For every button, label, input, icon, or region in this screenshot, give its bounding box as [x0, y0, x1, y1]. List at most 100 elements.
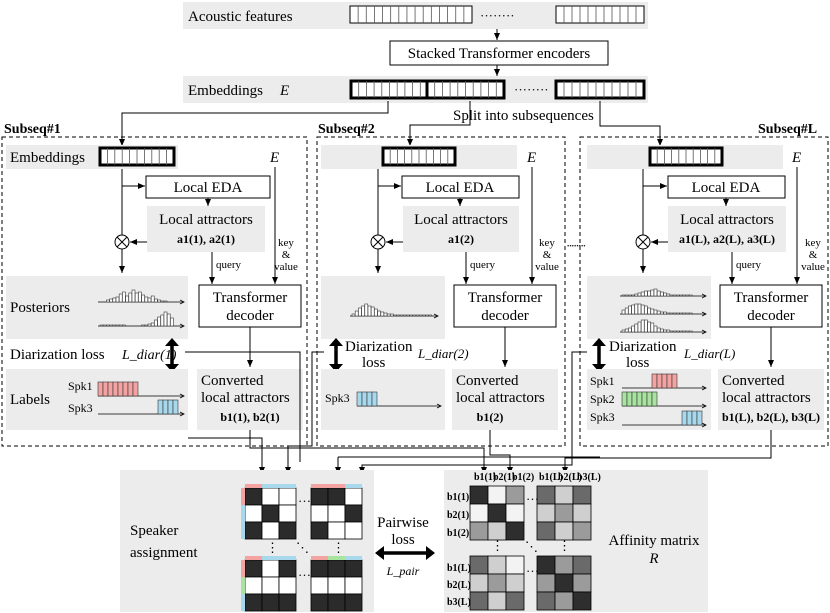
posterior-bar — [390, 313, 394, 317]
matrix-cell — [536, 573, 556, 593]
posterior-bar — [109, 298, 113, 303]
posterior-bar — [666, 293, 671, 297]
matrix-ellipsis: ⋮ — [558, 538, 571, 553]
posterior-bar — [157, 316, 161, 327]
matrix-cell — [278, 576, 297, 595]
posterior-bar — [624, 328, 629, 333]
subseq1-spk3-label: Spk3 — [68, 401, 93, 415]
matrix-ellipsis: ⋮ — [491, 538, 504, 553]
posterior-bar — [396, 314, 401, 317]
posterior-bar — [688, 330, 693, 333]
posterior-bar — [393, 314, 397, 317]
subseq1-diarization-loss-symbol: L_diar(1) — [121, 348, 177, 363]
posterior-bar — [138, 291, 142, 303]
matrix-ellipsis: ⋮ — [332, 540, 345, 555]
posterior-bar — [374, 308, 378, 317]
matrix-cell — [536, 521, 556, 541]
posterior-bar — [102, 324, 107, 327]
subseq2-e-symbol: E — [526, 150, 536, 166]
posterior-bar — [669, 330, 674, 333]
matrix-cell — [554, 503, 574, 523]
subseq2-labels-panel — [321, 369, 445, 430]
posterior-bar — [428, 314, 433, 317]
matrix-cell — [261, 487, 280, 506]
posterior-bar — [663, 292, 667, 297]
posterior-bar — [628, 305, 632, 315]
pairwise-double-arrow — [375, 546, 435, 560]
subseq2-local-attractors-label: local attractors — [456, 390, 545, 406]
embeddings-symbol: E — [279, 83, 289, 99]
aff-row-label-3: b1(2) — [447, 528, 469, 539]
posterior-bar — [118, 293, 123, 303]
subseq1-e-symbol: E — [269, 150, 279, 166]
axis-arrow — [701, 403, 707, 409]
subseq1-decoder-label: decoder — [226, 308, 273, 324]
subseqL-key: key — [805, 237, 821, 249]
posterior-bar — [669, 294, 674, 297]
posterior-bar — [685, 330, 690, 333]
aff-row-label-5: b2(L) — [447, 580, 471, 591]
subseq1-attractors-label: Local attractors — [159, 212, 253, 228]
posterior-bar — [131, 289, 136, 303]
spk-edge — [345, 556, 362, 560]
embedding-ellipsis: ········ — [514, 82, 549, 97]
acoustic-feature-frames-1 — [349, 5, 473, 24]
subseq1-local-attractors-label: local attractors — [201, 390, 290, 406]
subseqL-spk3-label: Spk3 — [590, 410, 615, 424]
subseq1-title: Subseq#1 — [4, 122, 61, 137]
posterior-bar — [150, 322, 155, 327]
spk-edge — [311, 484, 345, 488]
matrix-cell — [536, 591, 556, 611]
posterior-bar — [682, 312, 687, 315]
subseq1-posteriors-label: Posteriors — [10, 300, 70, 316]
posterior-bar — [653, 325, 658, 333]
posterior-bar — [99, 324, 104, 327]
matrix-cell — [487, 591, 507, 611]
subseq2-diarization-loss-symbol: L_diar(2) — [417, 346, 469, 361]
subseq1-embeddings-label: Embeddings — [10, 150, 85, 166]
posterior-bar — [628, 294, 632, 297]
aff-col-label-3: b1(2) — [512, 472, 534, 483]
subseq2-posteriors-panel — [321, 276, 445, 339]
posterior-bar — [685, 312, 690, 315]
posterior-bar — [358, 307, 362, 317]
posterior-bar — [650, 322, 655, 333]
pairwise-label: Pairwise — [377, 515, 429, 531]
aff-row-label-1: b1(1) — [447, 492, 469, 503]
matrix-cell — [310, 593, 329, 612]
posterior-bar — [157, 299, 161, 303]
posterior-bar — [386, 313, 391, 317]
matrix-cell — [327, 559, 346, 578]
speaker-assignment-label-1: Speaker — [130, 523, 178, 539]
label-activity — [127, 381, 134, 397]
posterior-bar — [666, 329, 671, 333]
subseq1-converted-panel — [197, 369, 303, 430]
matrix-cell — [344, 593, 363, 612]
label-activity — [681, 410, 688, 426]
label-activity — [696, 410, 703, 426]
matrix-cell — [536, 485, 556, 505]
posterior-bar — [418, 314, 423, 317]
matrix-cell — [505, 521, 525, 541]
matrix-ellipsis: … — [298, 564, 311, 579]
label-activity — [157, 399, 164, 415]
acoustic-feature-frames-2 — [555, 5, 645, 24]
matrix-cell — [572, 555, 592, 575]
frame-strip — [555, 5, 645, 24]
subseq1-amp: & — [282, 249, 291, 261]
subseq1-value: value — [274, 261, 298, 273]
subseq1-attractor-set: a1(1), a2(1) — [177, 232, 235, 246]
subseq2-query: query — [470, 259, 496, 271]
posterior-bar — [656, 310, 661, 315]
posterior-bar — [653, 288, 658, 297]
subseq2-transformer-decoder-box — [453, 284, 557, 328]
subseq1-converted-label: Converted — [201, 373, 264, 389]
axis-arrow — [179, 299, 185, 305]
subseq1-frame — [1, 136, 308, 447]
posterior-bar — [412, 314, 417, 317]
label-activity — [102, 381, 109, 397]
matrix-cell — [310, 504, 329, 523]
subseqL-spk2-label: Spk2 — [590, 392, 615, 406]
matrix-cell — [469, 591, 489, 611]
posterior-bar — [150, 295, 155, 303]
